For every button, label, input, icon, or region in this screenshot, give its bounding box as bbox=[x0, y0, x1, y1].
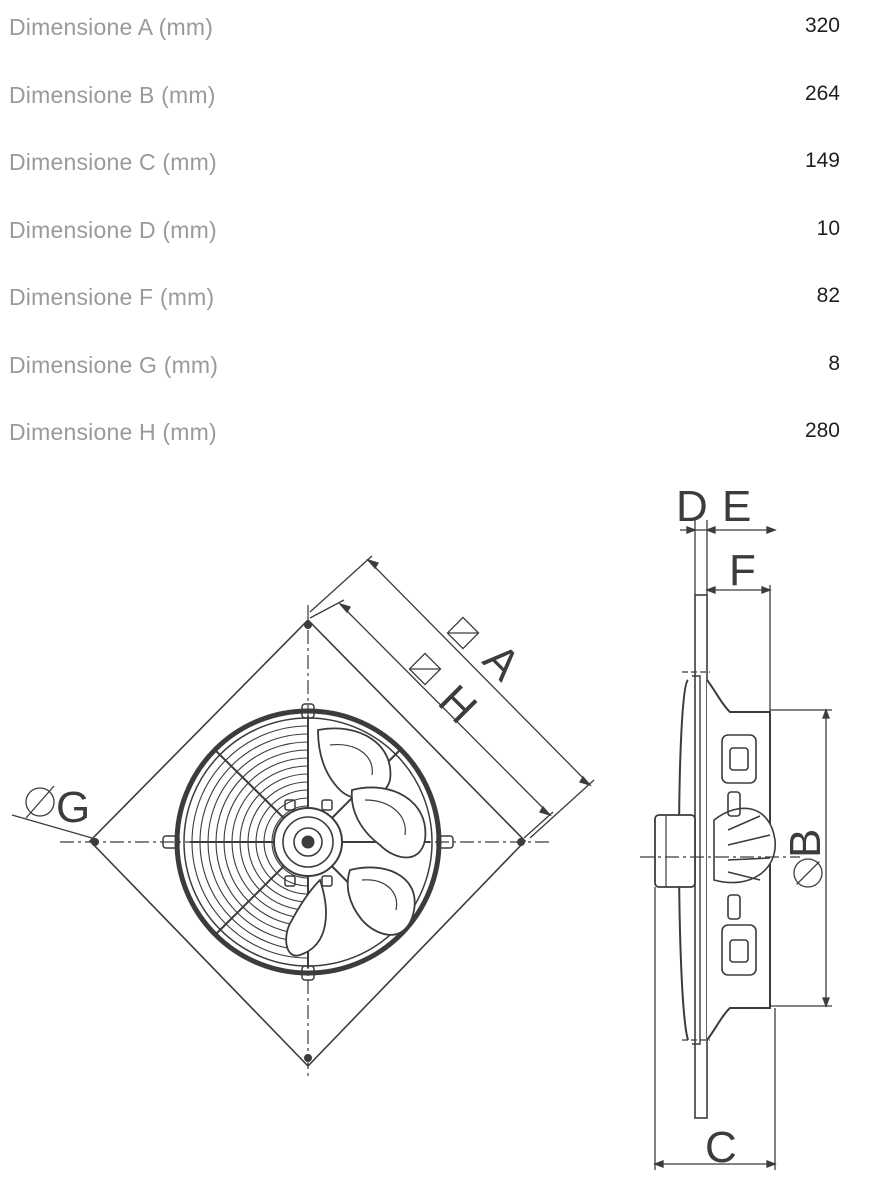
spec-row-c: Dimensione C (mm) 149 bbox=[0, 143, 870, 183]
dimension-h bbox=[309, 599, 554, 839]
dimension-a-label: A bbox=[474, 635, 530, 691]
dimension-a bbox=[309, 555, 595, 839]
spec-row-g: Dimensione G (mm) 8 bbox=[0, 346, 870, 386]
dimension-h-label: H bbox=[429, 676, 486, 733]
spec-row-d: Dimensione D (mm) 10 bbox=[0, 211, 870, 251]
spec-value: 10 bbox=[816, 217, 840, 240]
fixing-hole bbox=[304, 621, 312, 629]
fixing-hole bbox=[91, 838, 99, 846]
fan-technical-drawing: A H G bbox=[11, 482, 832, 1172]
spec-label: Dimensione G (mm) bbox=[9, 352, 219, 378]
spec-row-f: Dimensione F (mm) 82 bbox=[0, 278, 870, 318]
spec-row-b: Dimensione B (mm) 264 bbox=[0, 76, 870, 116]
dimension-d-e-f bbox=[680, 520, 777, 712]
front-view bbox=[60, 605, 550, 1080]
side-view bbox=[640, 594, 800, 1119]
spec-label: Dimensione D (mm) bbox=[9, 217, 217, 243]
dimension-d-label: D bbox=[676, 482, 708, 531]
dimension-g bbox=[11, 785, 93, 839]
dimension-c bbox=[653, 887, 777, 1170]
spec-row-h: Dimensione H (mm) 280 bbox=[0, 413, 870, 453]
dimension-g-label: G bbox=[56, 783, 90, 832]
fixing-hole bbox=[517, 838, 525, 846]
dimension-e-label: E bbox=[722, 482, 751, 531]
spec-value: 320 bbox=[804, 14, 840, 37]
spec-label: Dimensione H (mm) bbox=[9, 419, 217, 445]
spec-value: 8 bbox=[828, 352, 840, 375]
spec-value: 264 bbox=[804, 82, 840, 105]
dimension-b-label: B bbox=[781, 829, 830, 858]
spec-value: 82 bbox=[816, 284, 840, 307]
spec-label: Dimensione F (mm) bbox=[9, 284, 215, 310]
spec-value: 149 bbox=[804, 149, 840, 172]
dimension-f-label: F bbox=[729, 546, 756, 595]
spec-row-a: Dimensione A (mm) 320 bbox=[0, 8, 870, 48]
fixing-hole bbox=[304, 1054, 312, 1062]
spec-label: Dimensione B (mm) bbox=[9, 82, 216, 108]
dimension-b bbox=[770, 708, 832, 1008]
spec-label: Dimensione A (mm) bbox=[9, 14, 214, 40]
spec-value: 280 bbox=[804, 419, 840, 442]
dimension-c-label: C bbox=[705, 1123, 737, 1172]
spec-label: Dimensione C (mm) bbox=[9, 149, 217, 175]
